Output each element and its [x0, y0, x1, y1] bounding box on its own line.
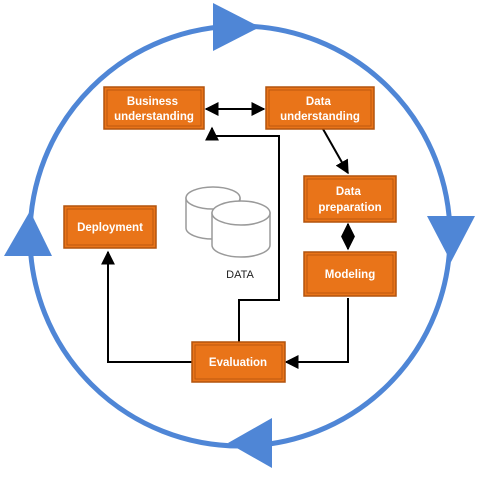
cycle-arrow-left — [4, 211, 52, 256]
phase-box — [63, 205, 157, 249]
svg-text:Modeling: Modeling — [325, 269, 375, 281]
connector-modeling-to-evaluation — [284, 298, 349, 369]
phase-label: Modeling — [325, 269, 375, 281]
phase-box — [303, 251, 397, 297]
phase-label: Deployment — [77, 222, 143, 234]
phase-box-inner-border — [306, 254, 394, 294]
cycle-arrow-right — [427, 216, 475, 262]
phase-box — [191, 341, 286, 383]
svg-text:Data preparation: Data preparation — [318, 186, 381, 214]
phase-label: Business — [127, 96, 178, 108]
phase-label: Evaluation — [209, 357, 267, 369]
phase-box-inner-border — [306, 178, 394, 220]
phase-modeling: Modeling — [303, 251, 397, 297]
svg-text:Business understanding: Business understanding — [114, 96, 194, 123]
svg-text:Deployment: Deployment — [77, 222, 143, 234]
phase-box-inner-border — [66, 208, 154, 246]
cycle-arrow-bottom — [228, 418, 272, 468]
phase-box-inner-border — [194, 344, 283, 380]
phase-box — [103, 86, 205, 130]
database-icon: DATA — [185, 186, 271, 281]
phase-label: Data — [306, 96, 332, 108]
phase-evaluation: Evaluation — [191, 341, 286, 383]
phase-label: understanding — [280, 111, 360, 123]
svg-text:Data understanding: Data understanding — [280, 96, 360, 123]
connector-evaluation-to-business — [205, 126, 280, 342]
phase-business-understanding: Business understanding — [103, 86, 205, 130]
phase-label: Data — [336, 186, 362, 198]
phase-box-inner-border — [268, 89, 372, 127]
database-cylinder-front — [211, 200, 271, 258]
connector-understanding-to-preparation — [322, 128, 349, 175]
database-label: DATA — [226, 269, 254, 281]
phase-box — [265, 86, 375, 130]
connector-evaluation-to-deployment — [101, 250, 192, 363]
process-cycle — [4, 3, 475, 468]
phase-label: preparation — [318, 202, 381, 214]
phase-deployment: Deployment — [63, 205, 157, 249]
phase-label: understanding — [114, 111, 194, 123]
phase-box — [303, 175, 397, 223]
phase-data-preparation: Data preparation — [303, 175, 397, 223]
phase-box-inner-border — [106, 89, 202, 127]
svg-text:Evaluation: Evaluation — [209, 357, 267, 369]
phase-data-understanding: Data understanding — [265, 86, 375, 130]
flow-lines — [101, 102, 355, 369]
phase-boxes: Business understanding Data understandin… — [63, 86, 397, 383]
cycle-arrow-top — [213, 3, 260, 51]
